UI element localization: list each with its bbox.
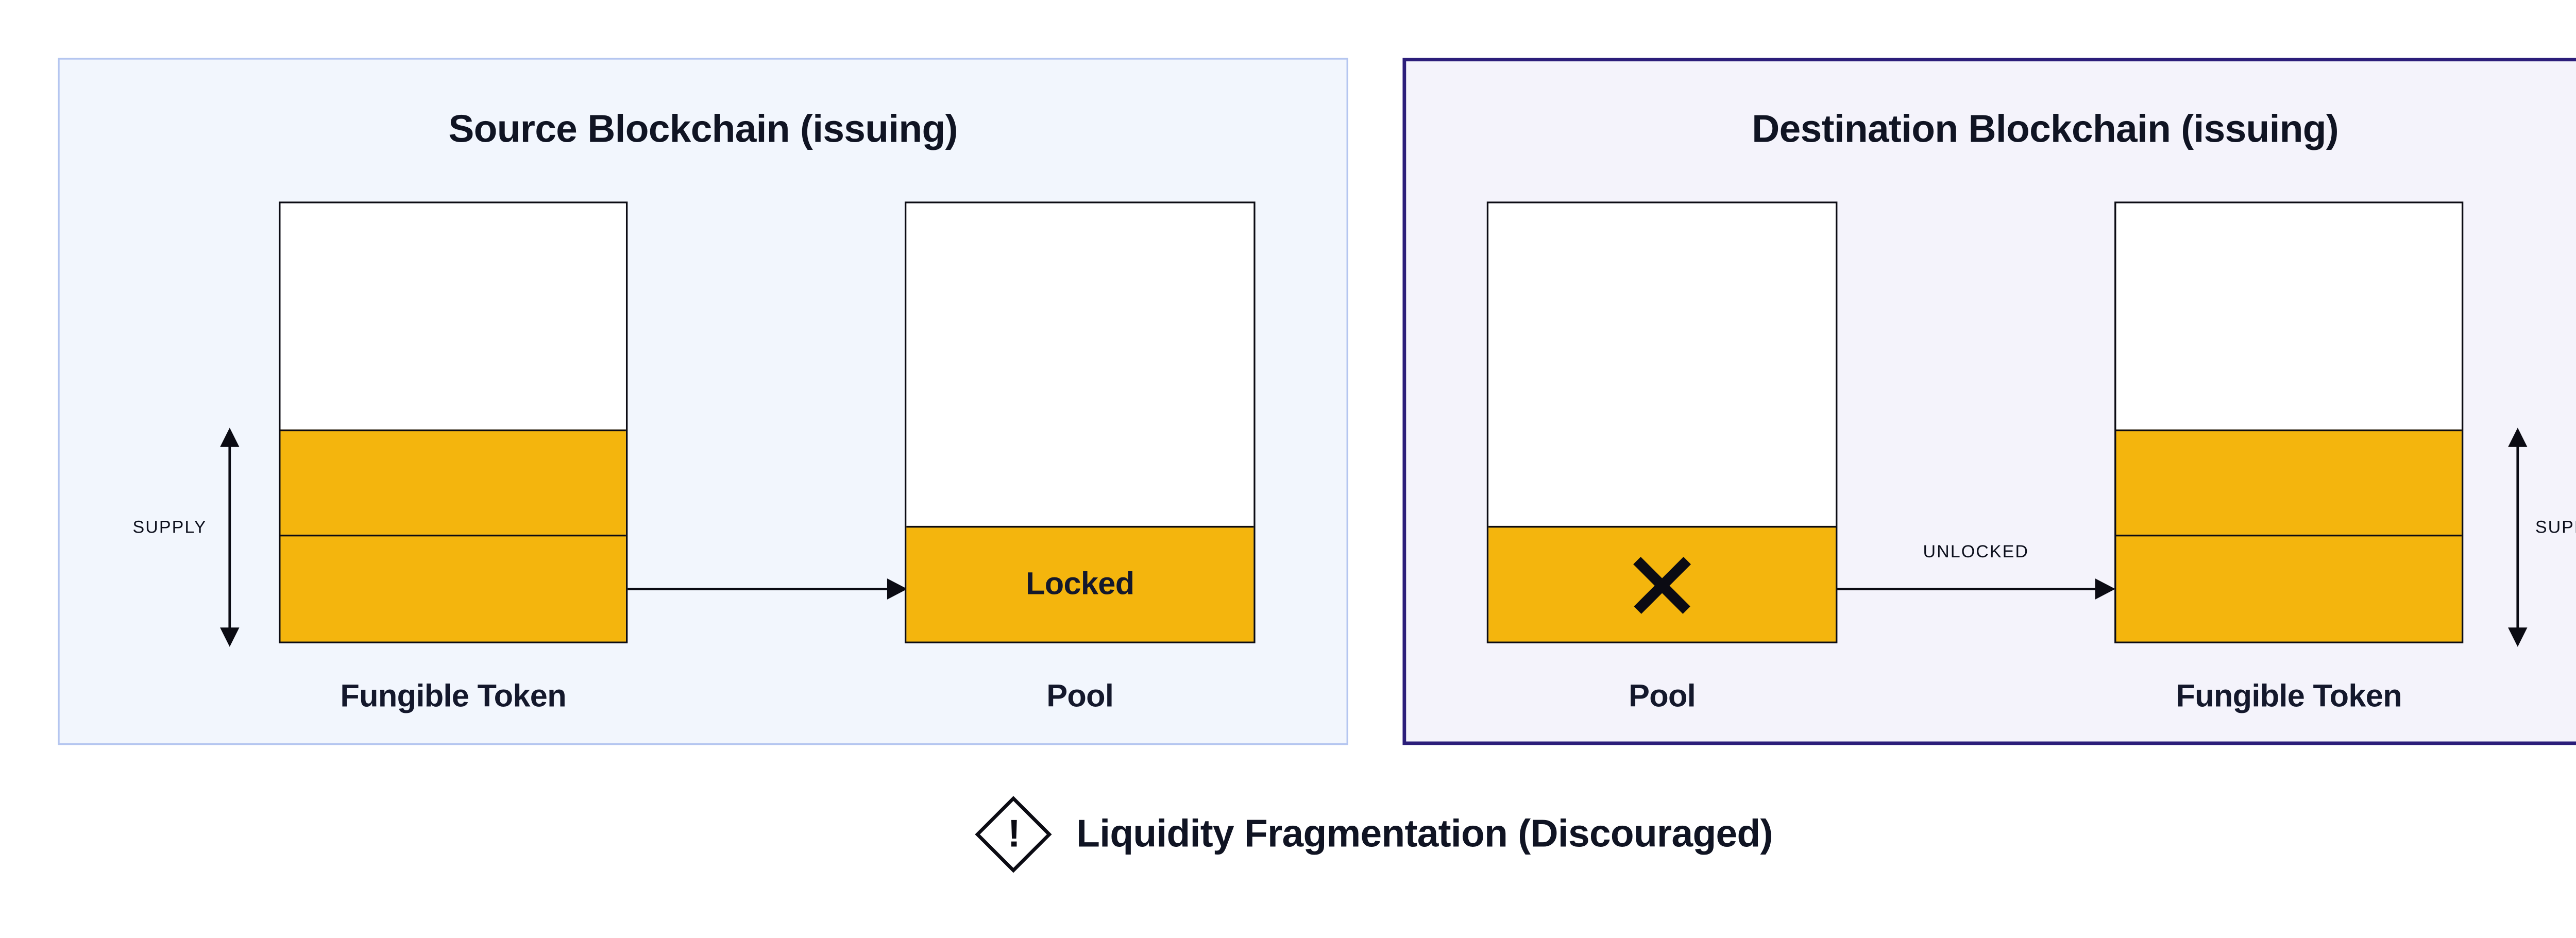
source-lock-arrow-icon: [628, 578, 908, 600]
source-supply-double-arrow-icon: [220, 428, 240, 647]
destination-pool-box: [1486, 201, 1838, 643]
unlocked-label: UNLOCKED: [1923, 543, 2029, 563]
warning-diamond-icon: !: [975, 796, 1053, 873]
source-pool-locked-section: Locked: [906, 525, 1254, 642]
x-mark-icon: [1634, 556, 1690, 613]
source-token-label: Fungible Token: [340, 678, 566, 714]
source-token-supply-section-1: [280, 429, 626, 535]
destination-supply-double-arrow-icon: [2508, 428, 2528, 647]
caption-text: Liquidity Fragmentation (Discouraged): [1076, 811, 1773, 856]
destination-pool-empty-section: [1488, 203, 1836, 526]
destination-supply-label: SUPPLY: [2535, 519, 2576, 538]
destination-token-label: Fungible Token: [2176, 678, 2402, 714]
source-token-supply-section-2: [280, 534, 626, 642]
destination-pool-label: Pool: [1629, 678, 1696, 714]
source-token-unminted-section: [280, 203, 626, 430]
source-fungible-token-box: [279, 201, 628, 643]
source-panel-title: Source Blockchain (issuing): [448, 107, 958, 151]
destination-token-supply-section-1: [2116, 429, 2462, 535]
source-pool-empty-section: [906, 203, 1254, 526]
source-supply-label: SUPPLY: [132, 519, 207, 538]
destination-fungible-token-box: [2114, 201, 2464, 643]
locked-label: Locked: [1026, 566, 1134, 602]
destination-unlock-arrow-icon: [1836, 578, 2115, 600]
warning-exclamation: !: [1007, 811, 1021, 856]
source-pool-box: Locked: [904, 201, 1256, 643]
caption-row: ! Liquidity Fragmentation (Discouraged): [0, 787, 2576, 882]
destination-token-unminted-section: [2116, 203, 2462, 430]
destination-token-supply-section-2: [2116, 534, 2462, 642]
destination-panel-title: Destination Blockchain (issuing): [1752, 107, 2339, 151]
destination-pool-section: [1488, 525, 1836, 642]
source-pool-label: Pool: [1046, 678, 1114, 714]
